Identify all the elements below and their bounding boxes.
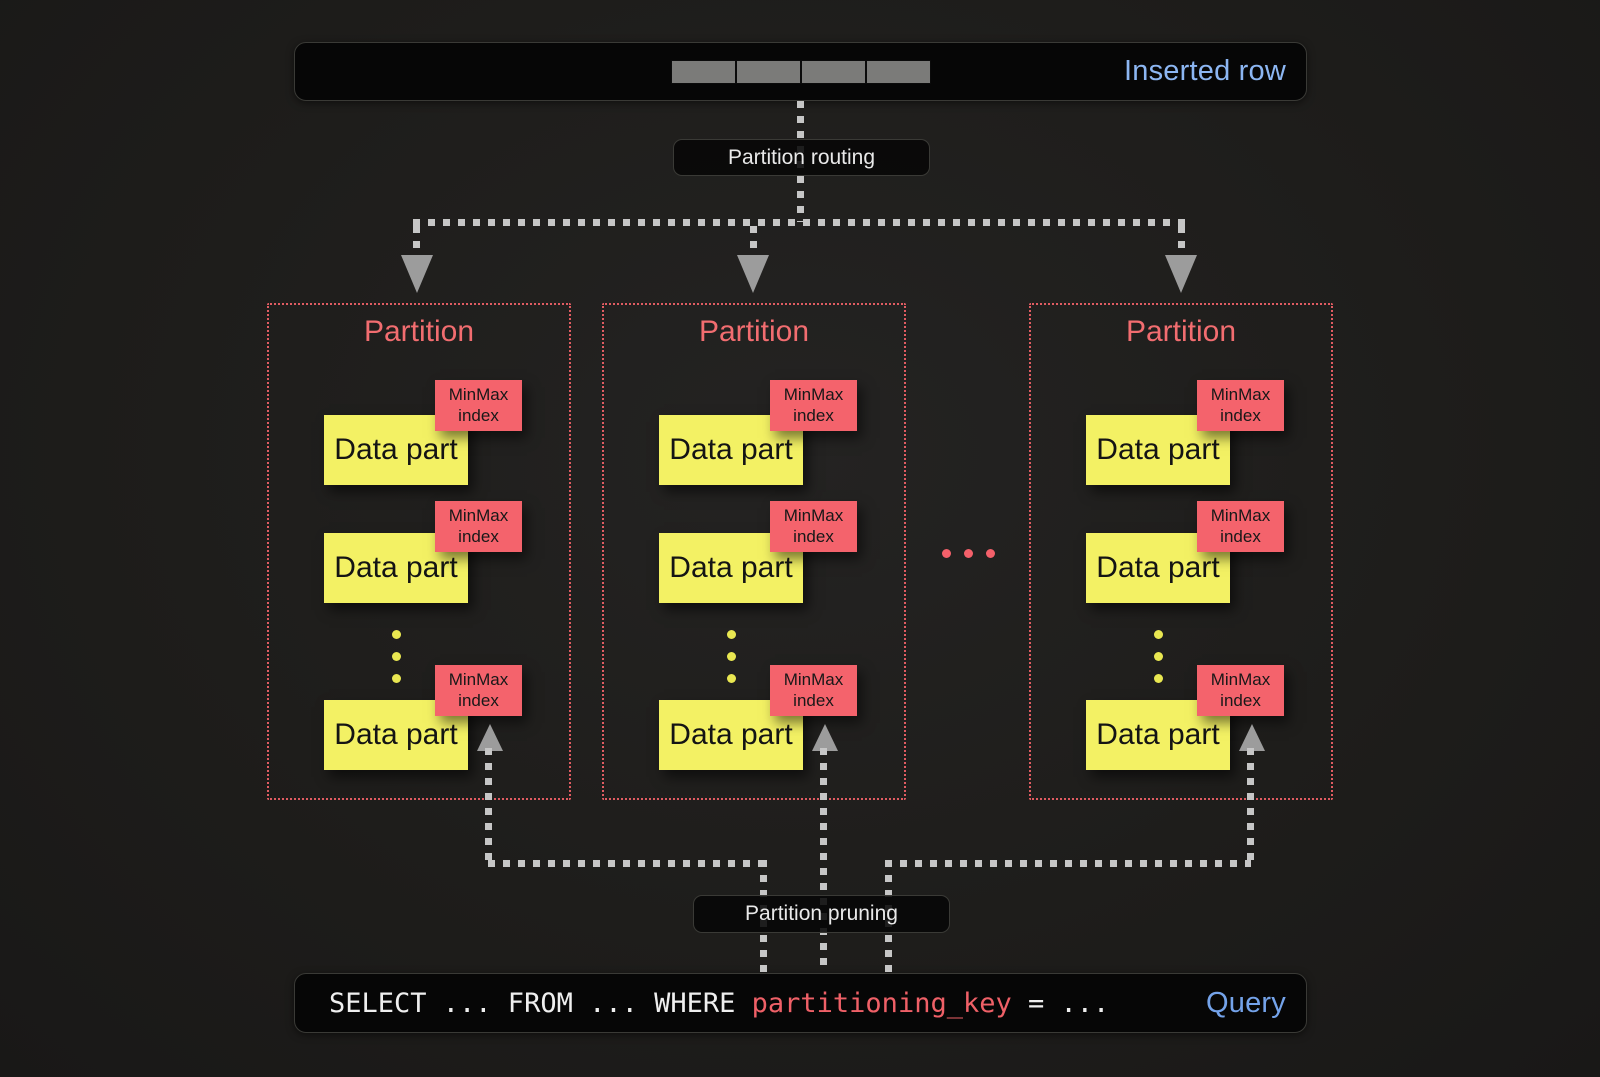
minmax-line1: MinMax [448, 505, 509, 525]
routing-stub-1 [413, 226, 420, 256]
partition-title: Partition [1125, 315, 1237, 348]
minmax-line2: index [458, 405, 499, 425]
arrow-down-icon [401, 255, 433, 293]
more-parts-dot [727, 652, 736, 661]
minmax-line2: index [793, 405, 834, 425]
data-part-box: Data part [1086, 415, 1230, 485]
more-parts-dot [392, 630, 401, 639]
inserted-row-bar: Inserted row [294, 42, 1307, 101]
arrow-down-icon [737, 255, 769, 293]
query-bar: SELECT ... FROM ... WHERE partitioning_k… [294, 973, 1307, 1033]
query-label: Query [1206, 986, 1286, 1019]
arrow-up-icon [812, 724, 838, 751]
arrow-up-icon [477, 724, 503, 751]
more-parts-dot [1154, 652, 1163, 661]
query-sql-text: SELECT ... FROM ... WHERE partitioning_k… [329, 974, 1109, 1032]
more-parts-dot [727, 674, 736, 683]
minmax-line1: MinMax [783, 384, 844, 404]
partition-title: Partition [363, 315, 475, 348]
pruning-tail-2 [820, 748, 827, 973]
arrow-down-icon [1165, 255, 1197, 293]
more-parts-dot [1154, 630, 1163, 639]
more-parts-dot [392, 674, 401, 683]
partition-title: Partition [698, 315, 810, 348]
partitions-ellipsis [942, 549, 995, 558]
minmax-line1: MinMax [448, 384, 509, 404]
pruning-horizontal-right [885, 860, 1251, 867]
partition-routing-label: Partition routing [673, 139, 930, 176]
row-segment [737, 61, 800, 83]
minmax-line1: MinMax [1210, 669, 1271, 689]
sql-prefix: SELECT ... FROM ... WHERE [329, 987, 752, 1019]
row-segment [867, 61, 930, 83]
minmax-line1: MinMax [783, 505, 844, 525]
minmax-line1: MinMax [1210, 384, 1271, 404]
more-parts-dot [1154, 674, 1163, 683]
minmax-line2: index [1220, 405, 1261, 425]
routing-horizontal-line [413, 219, 1185, 226]
routing-stub-3 [1178, 226, 1185, 256]
minmax-line2: index [458, 690, 499, 710]
routing-stub-2 [750, 226, 757, 256]
minmax-line2: index [458, 526, 499, 546]
arrow-up-icon [1239, 724, 1265, 751]
pruning-horizontal-left [488, 860, 766, 867]
minmax-line1: MinMax [448, 669, 509, 689]
minmax-line2: index [1220, 526, 1261, 546]
pruning-tail-3 [1247, 748, 1254, 863]
sql-suffix: = ... [1011, 987, 1110, 1019]
inserted-row-segments [671, 60, 931, 84]
row-segment [802, 61, 865, 83]
pruning-tail-1 [485, 748, 492, 863]
partition-pruning-label: Partition pruning [693, 895, 950, 933]
inserted-row-label: Inserted row [1124, 55, 1286, 87]
sql-partitioning-key: partitioning_key [751, 987, 1012, 1019]
minmax-line2: index [1220, 690, 1261, 710]
row-segment [672, 61, 735, 83]
more-parts-dot [392, 652, 401, 661]
minmax-line2: index [793, 526, 834, 546]
more-parts-dot [727, 630, 736, 639]
minmax-line2: index [793, 690, 834, 710]
minmax-line1: MinMax [783, 669, 844, 689]
data-part-box: Data part [324, 700, 468, 770]
minmax-line1: MinMax [1210, 505, 1271, 525]
